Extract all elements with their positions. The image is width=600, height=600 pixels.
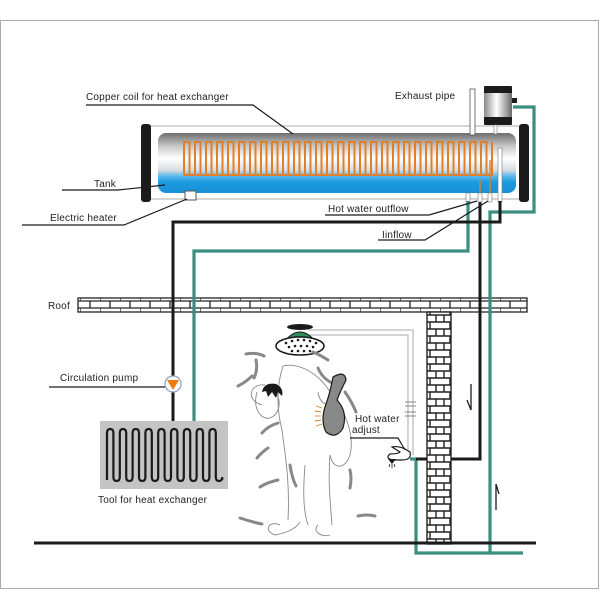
shower-hole [287, 345, 291, 349]
bath-brush-icon [314, 373, 347, 436]
shower-hole [305, 344, 309, 348]
label-roof: Roof [48, 301, 70, 312]
cold-pipe-exchanger [192, 201, 470, 421]
shower-riser [308, 329, 416, 455]
exhaust-pipe [469, 88, 476, 136]
shower-hole [290, 339, 294, 343]
label-electric-heater: Electric heater [50, 213, 117, 224]
roof [77, 297, 528, 313]
tank-end-cap-left [141, 124, 151, 202]
shower-hole [296, 349, 300, 353]
label-inflow: Iinflow [382, 230, 412, 241]
shower-head-icon [275, 324, 325, 356]
outflow-stub [465, 192, 471, 203]
leader-lines [22, 104, 489, 451]
shower-hole [302, 349, 306, 353]
copper-coil-path [183, 141, 493, 176]
wall-column [426, 311, 452, 545]
serpentine-coil [105, 427, 224, 483]
cold-pipe-main [488, 105, 536, 548]
label-tool-heat-exchanger: Tool for heat exchanger [98, 495, 208, 506]
heat-exchanger-tool [100, 421, 228, 489]
label-exhaust-pipe: Exhaust pipe [395, 91, 455, 102]
cold-pipe-tap [410, 457, 492, 555]
cold-pipes [192, 105, 536, 555]
tank-assembly [141, 86, 529, 203]
label-tank: Tank [94, 179, 117, 190]
shower-hole [311, 345, 315, 349]
hot-pipe-loop [171, 201, 502, 421]
shower-hole [302, 338, 306, 342]
shower-hole [284, 341, 288, 345]
tank-end-cap-right [519, 124, 529, 202]
label-circulation-pump: Circulation pump [60, 373, 138, 384]
shower-hole [308, 339, 312, 343]
shower-hole [308, 349, 312, 353]
label-hot-water-adjust-2: adjust [352, 425, 380, 436]
hair-icon [262, 383, 283, 398]
shower-hole [296, 338, 300, 342]
label-hot-water-adjust-1: Hot water [355, 414, 400, 425]
electric-heater-icon [184, 190, 197, 201]
copper-coil [183, 141, 493, 176]
shower-hole [314, 341, 318, 345]
shower-hole [293, 344, 297, 348]
shower-hole [299, 344, 303, 348]
label-copper-coil: Copper coil for heat exchanger [86, 92, 229, 103]
expansion-tank [484, 86, 517, 135]
shower-hole [290, 349, 294, 353]
internal-pipe [497, 147, 503, 203]
flow-arrow-up [495, 483, 500, 510]
label-hot-water-outflow: Hot water outflow [328, 204, 409, 215]
flow-arrow-down [466, 384, 472, 411]
circulation-pump-icon [164, 375, 182, 393]
